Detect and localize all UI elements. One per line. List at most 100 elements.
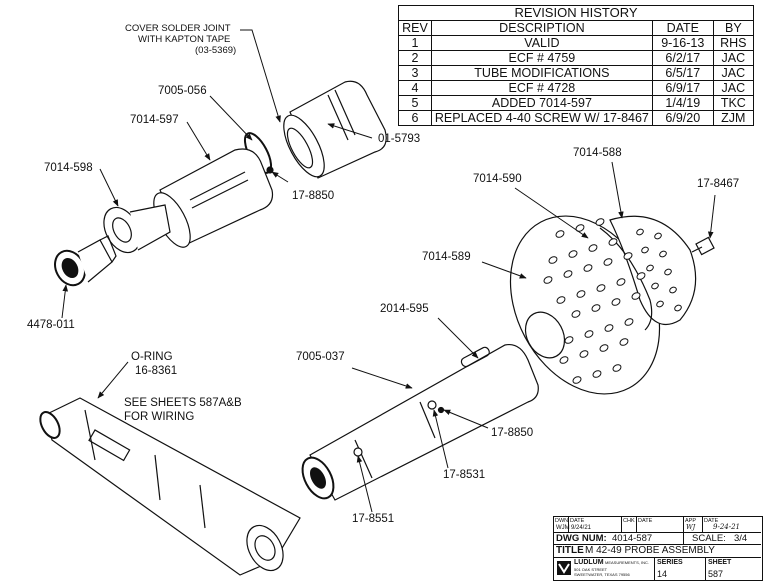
sphere-hole xyxy=(664,268,672,276)
sheet-value: 587 xyxy=(708,569,724,579)
title-label: TITLE xyxy=(556,545,584,556)
approved-date-cell: DATE 9-24-21 xyxy=(703,517,761,533)
sphere-hole xyxy=(623,252,633,260)
sphere-hole xyxy=(568,250,578,258)
company-city: SWEETWATER, TEXAS 79556 xyxy=(574,572,630,577)
sphere-hole xyxy=(576,290,586,298)
revision-row: 3 TUBE MODIFICATIONS 6/5/17 JAC xyxy=(398,65,755,81)
rev-cell: 4 xyxy=(398,80,432,96)
sheet-cell: SHEET 587 xyxy=(706,558,761,580)
sphere-hole xyxy=(612,364,622,372)
sphere-hole xyxy=(571,310,581,318)
screw-17-8467 xyxy=(691,236,715,256)
approved-by-cell: APP WJ xyxy=(684,517,703,533)
sphere-hole xyxy=(611,298,621,306)
revision-row: 4 ECF # 4728 6/9/17 JAC xyxy=(398,80,755,96)
sphere-hole xyxy=(595,218,605,226)
note-see-sheets: SEE SHEETS 587A&B xyxy=(124,397,242,409)
approved-date-label: DATE xyxy=(704,518,719,524)
callout-7014-590: 7014-590 xyxy=(473,173,522,185)
sphere-hole xyxy=(603,258,613,266)
date-cell: 6/9/17 xyxy=(651,80,714,96)
checked-date-cell: DATE xyxy=(637,517,684,533)
sphere-hole xyxy=(636,272,646,280)
header-description: DESCRIPTION xyxy=(430,20,653,36)
tube-2014-595 xyxy=(301,343,539,501)
description-cell: ADDED 7014-597 xyxy=(430,95,653,111)
callout-cover-solder-2: WITH KAPTON TAPE xyxy=(138,34,231,45)
revision-row: 2 ECF # 4759 6/2/17 JAC xyxy=(398,50,755,66)
revision-row: 5 ADDED 7014-597 1/4/19 TKC xyxy=(398,95,755,111)
revision-row: 1 VALID 9-16-13 RHS xyxy=(398,35,755,51)
callout-17-8531: 17-8531 xyxy=(443,469,486,481)
drawn-date-value: 9/24/21 xyxy=(571,525,592,531)
approved-by-value: WJ xyxy=(686,523,696,531)
company-street: 501 OAK STREET xyxy=(574,567,608,572)
sphere-hole xyxy=(659,250,667,258)
callout-17-8850-top: 17-8850 xyxy=(292,190,335,202)
callout-7014-598: 7014-598 xyxy=(44,162,93,174)
sphere-hole xyxy=(584,330,594,338)
sphere-7014-588 xyxy=(599,215,697,331)
sphere-hole xyxy=(616,278,626,286)
sphere-hole xyxy=(596,284,606,292)
series-value: 14 xyxy=(657,569,668,579)
callout-o-ring-part: 16-8361 xyxy=(135,365,178,377)
callout-7005-037: 7005-037 xyxy=(296,351,345,363)
revision-history-table: REVISION HISTORY REV DESCRIPTION DATE BY… xyxy=(398,5,755,126)
dwg-num-label: DWG NUM: xyxy=(556,533,607,544)
by-cell: TKC xyxy=(712,95,755,111)
callout-cover-solder-3: (03-5369) xyxy=(195,45,237,56)
rev-cell: 3 xyxy=(398,65,432,81)
sphere-hole xyxy=(543,276,553,284)
dwg-num-value: 4014-587 xyxy=(612,533,653,544)
ludlum-logo-icon xyxy=(557,561,571,575)
sphere-hole xyxy=(599,344,609,352)
by-cell: ZJM xyxy=(712,110,755,126)
drawn-by-value: WJM xyxy=(556,525,570,531)
company-cell: LUDLUM MEASUREMENTS, INC. 501 OAK STREET… xyxy=(554,558,655,580)
by-cell: RHS xyxy=(712,35,755,51)
scale-label: SCALE: xyxy=(692,533,726,544)
sphere-hole xyxy=(563,270,573,278)
by-cell: JAC xyxy=(712,65,755,81)
callout-7014-589: 7014-589 xyxy=(422,251,471,263)
sheet-label: SHEET xyxy=(708,559,732,566)
by-cell: JAC xyxy=(712,50,755,66)
sphere-hole xyxy=(548,256,558,264)
scale-cell: SCALE: 3/4 xyxy=(684,533,761,545)
sphere-hole xyxy=(654,232,662,240)
title-block: DWN WJM DATE 9/24/21 CHK DATE APP WJ DAT… xyxy=(553,516,763,581)
drawn-label: DWN xyxy=(555,518,569,524)
header-by: BY xyxy=(712,20,755,36)
callout-2014-595: 2014-595 xyxy=(380,303,429,315)
checked-date-label: DATE xyxy=(638,518,653,524)
revision-row: 6 REPLACED 4-40 SCREW W/ 17-8467 6/9/20 … xyxy=(398,110,755,126)
approved-date-value: 9-24-21 xyxy=(713,523,740,531)
description-cell: TUBE MODIFICATIONS xyxy=(430,65,653,81)
title-cell: TITLE M 42-49 PROBE ASSEMBLY xyxy=(554,545,761,558)
sphere-hole xyxy=(572,376,582,384)
callout-17-8551: 17-8551 xyxy=(352,513,395,525)
assembled-probe xyxy=(39,397,301,576)
sphere-hole xyxy=(674,304,682,312)
sphere-hole xyxy=(646,264,654,272)
revision-history-title: REVISION HISTORY xyxy=(398,5,754,21)
sphere-hole xyxy=(669,286,677,294)
company-name: LUDLUM xyxy=(574,559,604,566)
checked-label: CHK xyxy=(623,518,635,524)
sphere-hole xyxy=(604,324,614,332)
callout-cover-solder-1: COVER SOLDER JOINT xyxy=(125,23,231,34)
tube-01-5793 xyxy=(283,80,387,179)
description-cell: ECF # 4759 xyxy=(430,50,653,66)
series-label: SERIES xyxy=(657,559,683,566)
date-cell: 6/5/17 xyxy=(651,65,714,81)
approved-label: APP xyxy=(685,518,697,524)
checked-by-cell: CHK xyxy=(622,517,637,533)
sphere-hole xyxy=(641,246,649,254)
callout-7014-588: 7014-588 xyxy=(573,147,622,159)
housing-7014-598 xyxy=(103,204,171,254)
sphere-hole xyxy=(579,350,589,358)
leader-lines xyxy=(61,29,716,513)
